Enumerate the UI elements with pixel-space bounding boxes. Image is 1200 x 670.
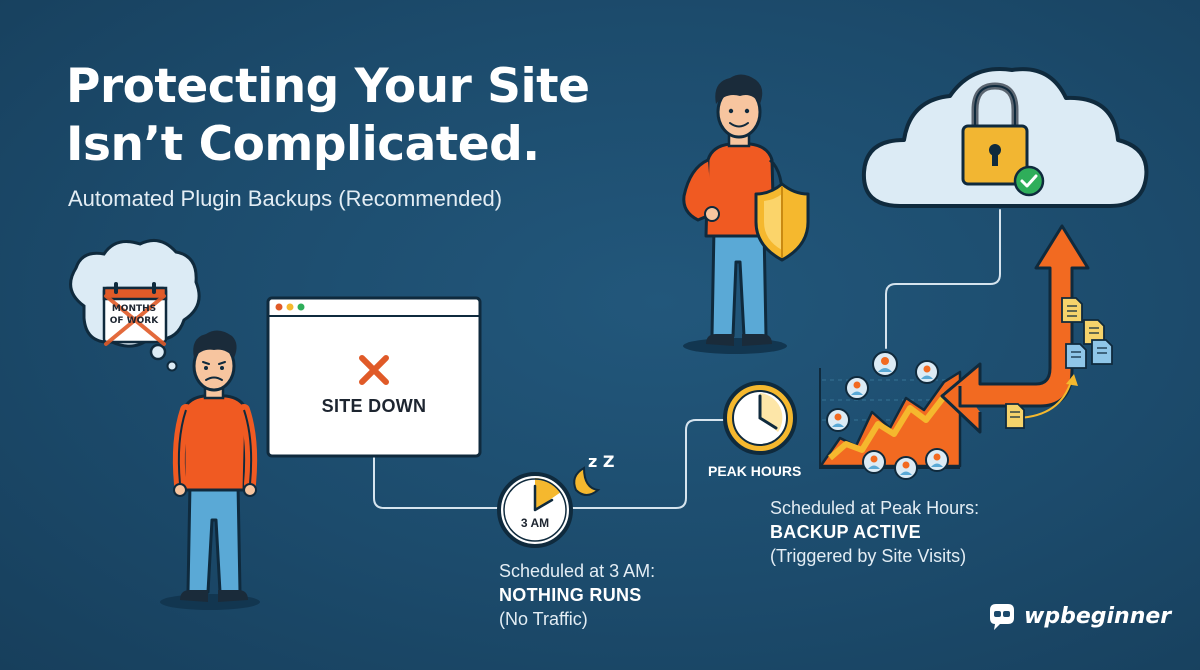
caption-3am: Scheduled at 3 AM: NOTHING RUNS (No Traf… [499, 559, 655, 631]
user-avatar-icon [862, 450, 886, 474]
worried-person-figure [160, 330, 260, 610]
connector-lines [373, 209, 1001, 509]
connector-chart-to-cloud [885, 209, 1001, 349]
upload-arrow [940, 224, 1090, 434]
page-title-line-1: Protecting Your Site [66, 59, 590, 114]
calendar-text-line-1: MONTHS [111, 304, 157, 314]
user-avatar-icon [894, 456, 918, 480]
calendar-icon [102, 282, 168, 346]
check-circle-icon [1013, 165, 1045, 197]
caption-peak-note: (Triggered by Site Visits) [770, 546, 967, 566]
brand-name: wpbeginner [1024, 603, 1172, 629]
connector-browser-to-3am [373, 457, 499, 509]
page-subtitle: Automated Plugin Backups (Recommended) [68, 186, 503, 211]
peak-hours-label: PEAK HOURS [708, 463, 802, 479]
sleep-zzz-icon: z Z [588, 452, 615, 471]
user-avatar-icon [872, 351, 898, 377]
user-avatar-icon [826, 408, 850, 432]
document-icon [1005, 297, 1113, 429]
browser-window [266, 296, 482, 458]
traffic-chart [819, 368, 962, 469]
padlock-icon [961, 82, 1029, 186]
user-avatar-icon [845, 376, 869, 400]
user-avatar-icon [915, 360, 939, 384]
page-title-line-2: Isn’t Complicated. [66, 117, 540, 172]
connector-3am-to-peak [571, 419, 725, 509]
caption-peak: Scheduled at Peak Hours: BACKUP ACTIVE (… [770, 496, 979, 568]
x-mark-icon [359, 355, 389, 385]
clock-3am-label: 3 AM [520, 516, 550, 530]
confident-person-figure [682, 74, 787, 354]
caption-peak-line-1: Scheduled at Peak Hours: [770, 498, 980, 518]
page-title: Protecting Your Site Isn’t Complicated. [66, 58, 590, 174]
user-avatar-icon [925, 448, 949, 472]
brand-logo: wpbeginner [986, 600, 1171, 632]
caption-3am-status: NOTHING RUNS [499, 585, 642, 605]
moon-icon [573, 466, 601, 496]
clock-icon-3am [497, 472, 573, 548]
caption-3am-line-1: Scheduled at 3 AM: [499, 561, 656, 581]
shield-icon [754, 182, 810, 262]
wpbeginner-logo-icon [990, 604, 1014, 630]
caption-peak-status: BACKUP ACTIVE [770, 522, 921, 542]
site-down-label: SITE DOWN [321, 396, 427, 416]
calendar-text-line-2: OF WORK [109, 316, 159, 326]
clock-icon-peak [723, 381, 797, 455]
visitor-avatars [826, 351, 949, 480]
caption-3am-note: (No Traffic) [499, 609, 588, 629]
